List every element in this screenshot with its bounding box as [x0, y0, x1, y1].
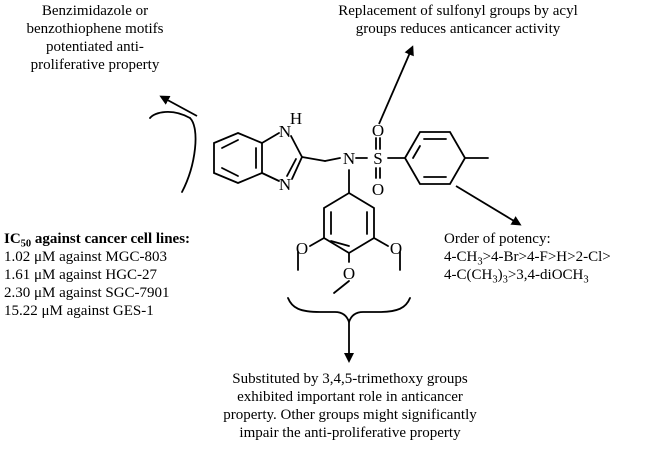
- note-line: Replacement of sulfonyl groups by acyl: [338, 3, 578, 19]
- note-line: impair the anti-proliferative property: [239, 425, 461, 441]
- atom-o-top: O: [372, 121, 384, 140]
- atom-o-mid: O: [343, 264, 355, 283]
- atom-o-right: O: [390, 239, 402, 258]
- benzimidazole-benzene-ring: [213, 132, 263, 184]
- imidazole-ring: [261, 132, 303, 182]
- brace-benzimidazole: [149, 111, 191, 119]
- tolyl-ring: [403, 131, 489, 185]
- note-potency: Order of potency: 4-CH3>4-Br>4-F>H>2-Cl>…: [444, 230, 611, 286]
- ic50-value: 1.61 μM against HGC-27: [4, 267, 158, 283]
- arrow-sulfonyl: [378, 45, 414, 125]
- atom-o-bottom: O: [372, 180, 384, 199]
- atom-s: S: [373, 149, 382, 168]
- note-line: Benzimidazole or: [41, 3, 149, 19]
- atom-nh-h: H: [290, 109, 302, 128]
- ic50-heading: IC50 against cancer cell lines:: [4, 231, 191, 250]
- note-line: proliferative property: [30, 57, 160, 73]
- atom-n-ring: N: [279, 175, 291, 194]
- atom-o-left: O: [296, 239, 308, 258]
- atom-nh-n: N: [279, 122, 291, 141]
- note-ic50: IC50 against cancer cell lines: 1.02 μM …: [4, 230, 190, 320]
- atom-n-amine: N: [343, 149, 355, 168]
- trimethoxyphenyl-ring: [323, 191, 375, 255]
- note-line: benzothiophene motifs: [26, 21, 164, 37]
- note-line: exhibited important role in anticancer: [237, 389, 463, 405]
- note-benzimidazole: Benzimidazole or benzothiophene motifs p…: [10, 2, 180, 74]
- ic50-value: 15.22 μM against GES-1: [4, 303, 154, 319]
- brace-trimethoxy: [287, 297, 411, 325]
- note-line: potentiated anti-: [46, 39, 144, 55]
- ch2-n-bond: [324, 157, 341, 162]
- potency-order-line2: 4-C(CH3)3>3,4-diOCH3: [444, 267, 589, 286]
- methylene-bond: [301, 156, 326, 162]
- note-line: groups reduces anticancer activity: [355, 21, 561, 37]
- note-line: Substituted by 3,4,5-trimethoxy groups: [232, 371, 468, 387]
- note-line: property. Other groups might significant…: [223, 407, 477, 423]
- ic50-value: 1.02 μM against MGC-803: [4, 249, 168, 265]
- potency-title: Order of potency:: [444, 231, 551, 247]
- note-trimethoxy: Substituted by 3,4,5-trimethoxy groups e…: [210, 370, 490, 442]
- methoxy-left-bond: [309, 237, 325, 247]
- methoxy-right-bond: [373, 237, 389, 247]
- potency-order-line1: 4-CH3>4-Br>4-F>H>2-Cl>: [444, 249, 611, 268]
- arrow-potency: [455, 185, 522, 226]
- arrow-benzimidazole: [159, 95, 198, 117]
- ic50-value: 2.30 μM against SGC-7901: [4, 285, 170, 301]
- note-sulfonyl: Replacement of sulfonyl groups by acyl g…: [308, 2, 608, 38]
